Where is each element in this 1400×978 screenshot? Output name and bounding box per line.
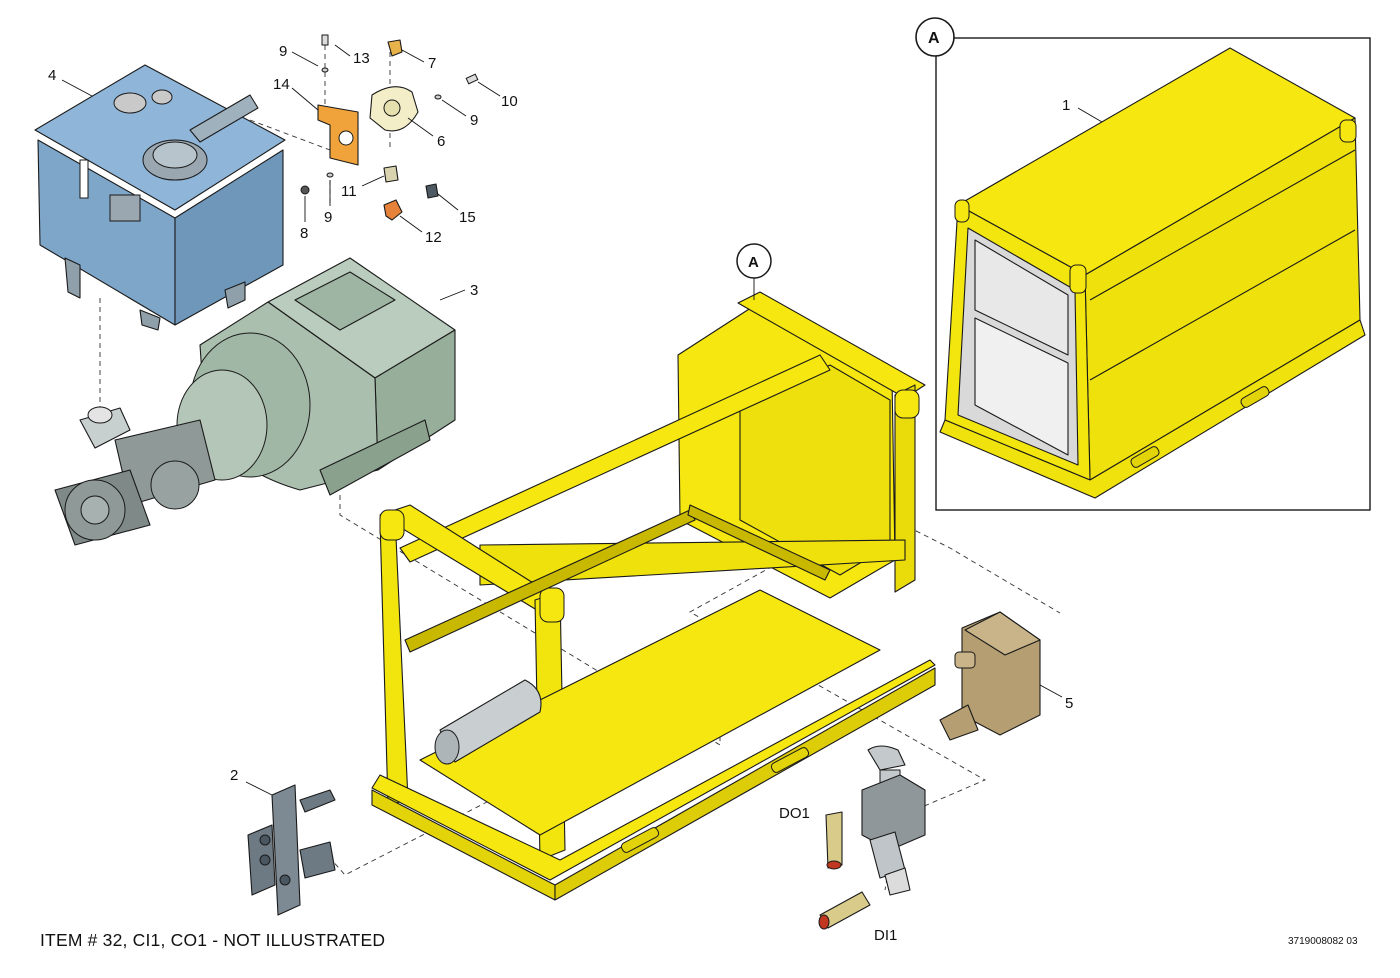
callout-15: 15: [459, 209, 476, 226]
valve-manifold: [247, 784, 336, 916]
detail-view-a: 1: [935, 37, 1371, 511]
callout-12: 12: [425, 229, 442, 246]
main-frame: [371, 291, 936, 901]
leader-5: [1039, 684, 1063, 698]
leader-4: [61, 79, 93, 97]
electric-motor: [176, 257, 456, 496]
frame-a-marker: A: [736, 243, 772, 300]
callout-14: 14: [273, 76, 290, 93]
callout-1: 1: [1062, 97, 1070, 114]
plug-15: [425, 183, 439, 199]
silencer-cylinder: [434, 679, 542, 765]
heat-exchanger: [939, 611, 1041, 741]
footer-note: ITEM # 32, CI1, CO1 - NOT ILLUSTRATED: [40, 930, 386, 950]
callout-di1: DI1: [874, 927, 897, 944]
leader-2: [245, 781, 273, 796]
leader-3: [439, 289, 466, 301]
hose-di1: [818, 891, 871, 930]
callout-9-bottom: 9: [324, 209, 332, 226]
callout-13: 13: [353, 50, 370, 67]
hose-do1: [825, 811, 843, 870]
elbow-7: [387, 39, 403, 57]
callout-9-right: 9: [470, 112, 478, 129]
callout-8: 8: [300, 225, 308, 242]
callout-6: 6: [437, 133, 445, 150]
detail-a-label: A: [928, 30, 940, 47]
drawing-number: 3719008082 03: [1288, 936, 1358, 947]
fitting-hardware-group: [300, 34, 479, 221]
callout-4: 4: [48, 67, 56, 84]
callout-7: 7: [428, 55, 436, 72]
leader-1: [1077, 107, 1103, 123]
callout-10: 10: [501, 93, 518, 110]
callout-9-top: 9: [279, 43, 287, 60]
callout-2: 2: [230, 767, 238, 784]
enclosure-panel: [939, 47, 1366, 499]
callout-3: 3: [470, 282, 478, 299]
callout-do1: DO1: [779, 805, 810, 822]
hardware-callouts: 9 13 7 14 10 9 6 11 15 8 9 12: [273, 43, 518, 246]
callout-11: 11: [341, 183, 357, 200]
detail-a-marker: A: [915, 17, 955, 57]
frame-a-label: A: [748, 254, 759, 271]
callout-5: 5: [1065, 695, 1073, 712]
water-valve-assembly: [861, 745, 926, 896]
hydraulic-tank: [34, 64, 286, 331]
hydraulic-pump: [54, 406, 216, 546]
adapter-11: [383, 165, 399, 183]
bracket-14: [317, 104, 359, 166]
elbow-12: [383, 199, 403, 221]
